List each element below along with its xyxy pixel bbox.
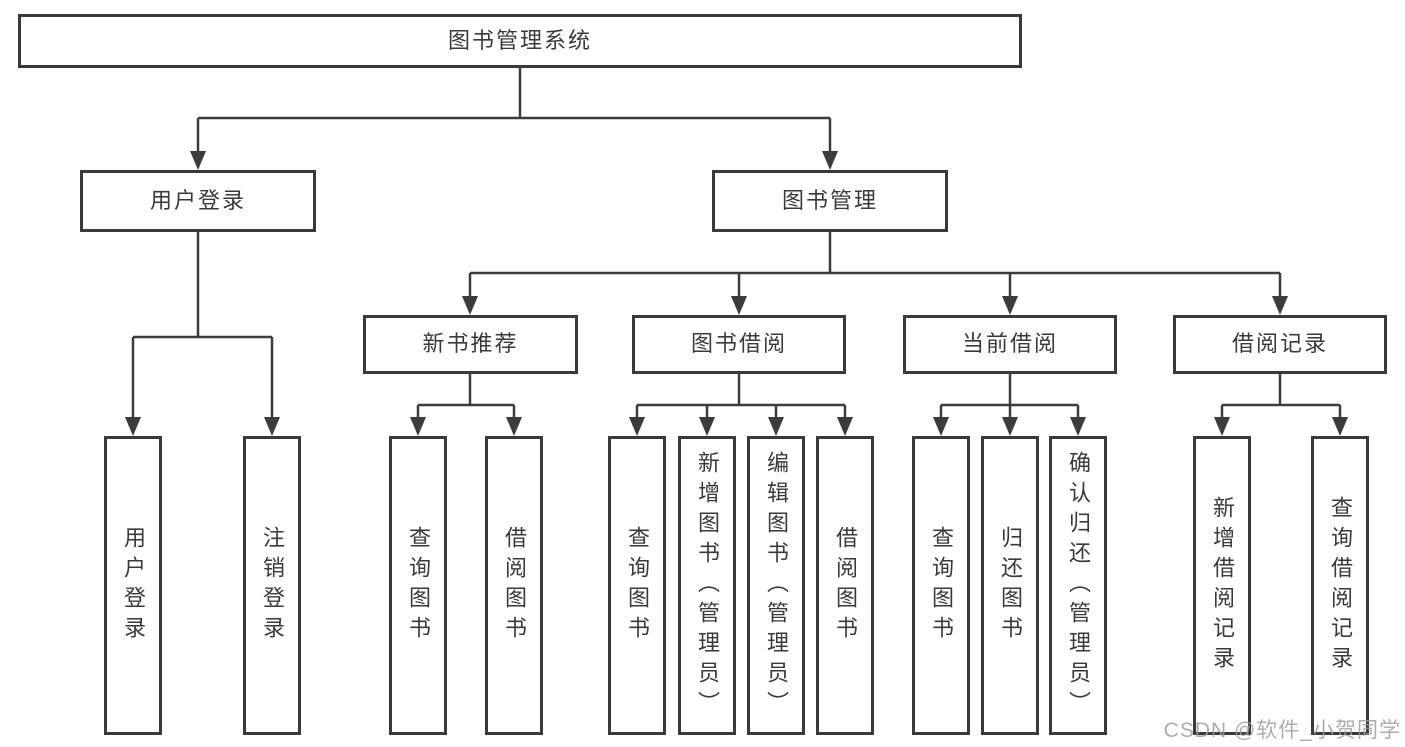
leaf-query-borrow-record-label: 查询借阅记录 [1328,495,1353,676]
connector-root-to-level2 [196,68,832,155]
leaf-add-books-admin-label: 新增图书（管理员） [695,450,720,721]
leaf-confirm-return-admin-label: 确认归还（管理员） [1066,450,1091,721]
connector-new-book-to-leaves [416,374,516,421]
leaf-return-books-label: 归还图书 [998,525,1023,646]
leaf-borrow-books-recommend: 借阅图书 [485,436,543,735]
leaf-logout-login: 注销登录 [243,436,301,735]
node-borrowing-records: 借阅记录 [1173,315,1387,374]
leaf-user-login: 用户登录 [104,436,162,735]
leaf-query-books-borrowing: 查询图书 [608,436,666,735]
leaf-query-books-current-label: 查询图书 [929,525,954,646]
csdn-watermark: CSDN @软件_小贺同学 [1163,719,1401,742]
leaf-add-borrow-record-label: 新增借阅记录 [1210,495,1235,676]
leaf-user-login-label: 用户登录 [121,525,146,646]
leaf-borrow-books-borrowing-label: 借阅图书 [833,525,858,646]
node-new-book-recommend: 新书推荐 [363,315,578,374]
leaf-confirm-return-admin: 确认归还（管理员） [1049,436,1107,735]
node-root-system: 图书管理系统 [18,14,1022,68]
leaf-add-borrow-record: 新增借阅记录 [1193,436,1251,735]
node-book-management: 图书管理 [712,170,948,232]
leaf-return-books: 归还图书 [981,436,1039,735]
connector-user-login-to-leaves [131,232,274,421]
leaf-query-books-current: 查询图书 [912,436,970,735]
connector-book-management-to-groups [468,232,1282,300]
connector-book-borrowing-to-leaves [635,374,847,421]
leaf-query-books-borrowing-label: 查询图书 [625,525,650,646]
connector-current-borrowing-to-leaves [939,374,1080,421]
node-current-borrowing: 当前借阅 [903,315,1117,374]
node-book-borrowing: 图书借阅 [632,315,846,374]
leaf-query-books-recommend: 查询图书 [389,436,447,735]
leaf-query-books-recommend-label: 查询图书 [406,525,431,646]
leaf-edit-books-admin: 编辑图书（管理员） [747,436,805,735]
node-user-login: 用户登录 [80,170,316,232]
leaf-borrow-books-recommend-label: 借阅图书 [502,525,527,646]
leaf-query-borrow-record: 查询借阅记录 [1311,436,1369,735]
arrowheads [125,151,1348,436]
leaf-add-books-admin: 新增图书（管理员） [678,436,736,735]
leaf-logout-login-label: 注销登录 [260,525,285,646]
leaf-borrow-books-borrowing: 借阅图书 [816,436,874,735]
connector-borrowing-records-to-leaves [1220,374,1342,421]
leaf-edit-books-admin-label: 编辑图书（管理员） [764,450,789,721]
